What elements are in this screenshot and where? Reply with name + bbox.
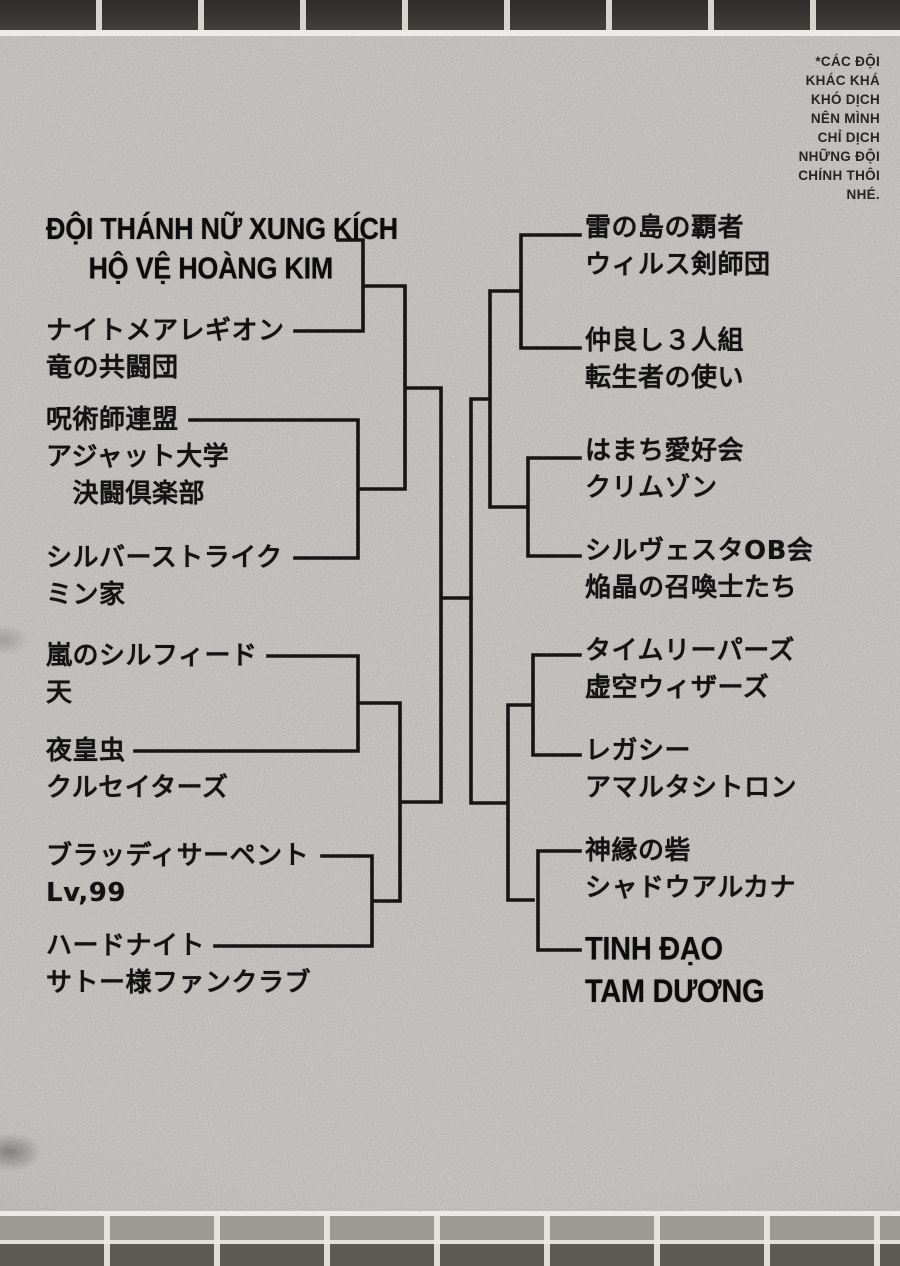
translator-note: *CÁC ĐỘI KHÁC KHÁ KHÓ DỊCH NÊN MÌNH CHỈ …: [798, 54, 880, 202]
brick-border-bottom: [0, 1211, 900, 1266]
bracket-right-lines: [469, 233, 582, 952]
brick-border-top: [0, 0, 900, 36]
bracket-left-lines: [133, 238, 473, 948]
